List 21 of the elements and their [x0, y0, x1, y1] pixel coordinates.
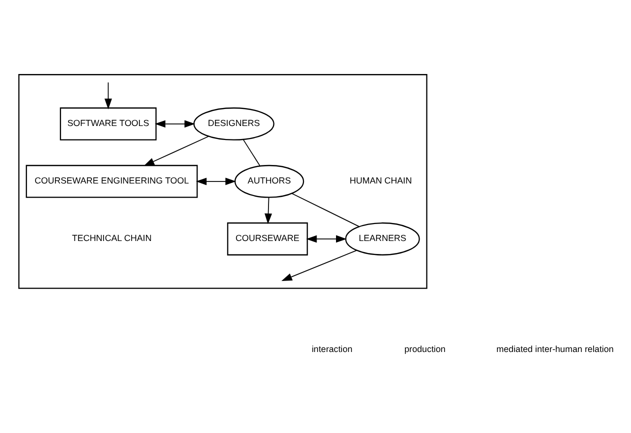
connector [242, 139, 260, 166]
arrow [196, 178, 236, 186]
arrow [281, 250, 357, 281]
arrow [144, 136, 210, 166]
node-ellipse: LEARNERS [345, 222, 420, 256]
arrow [306, 235, 347, 243]
label: HUMAN CHAIN [350, 176, 412, 186]
label: TECHNICAL CHAIN [72, 233, 152, 244]
connector [291, 193, 360, 227]
legend-label: interaction [312, 344, 352, 354]
node-ellipse: DESIGNERS [193, 107, 274, 140]
arrow [104, 82, 112, 110]
legend-label: mediated inter-human relation [496, 344, 614, 354]
node-box: COURSEWARE [227, 222, 308, 256]
node-box: SOFTWARE TOOLS [60, 107, 157, 140]
node-ellipse: AUTHORS [234, 164, 304, 198]
node-box: COURSEWARE ENGINEERING TOOL [26, 164, 198, 198]
arrow [154, 120, 196, 128]
cluster [18, 74, 428, 289]
arrow [264, 197, 272, 224]
legend-label: production [404, 344, 446, 354]
